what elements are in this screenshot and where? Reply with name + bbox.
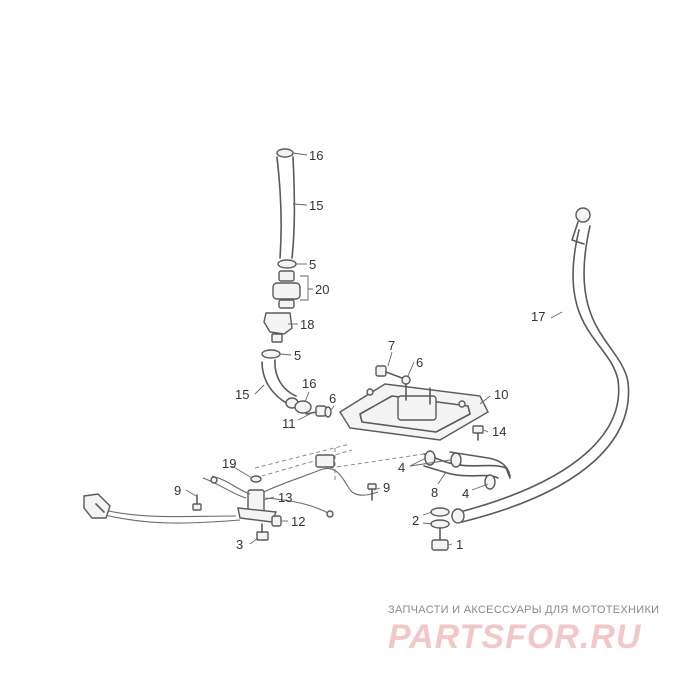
washers-2 bbox=[430, 507, 465, 529]
callout-20: 20 bbox=[315, 282, 329, 297]
washer-6-mid bbox=[324, 406, 332, 418]
hose-fitting bbox=[263, 312, 293, 343]
callout-5-mid: 5 bbox=[294, 348, 301, 363]
connector-plug bbox=[83, 493, 111, 519]
projection-lines bbox=[254, 443, 425, 480]
callout-7: 7 bbox=[388, 338, 395, 353]
callout-18: 18 bbox=[300, 317, 314, 332]
screw-14 bbox=[472, 425, 484, 441]
callout-9-right: 9 bbox=[383, 480, 390, 495]
washer-19 bbox=[250, 475, 262, 483]
watermark-tagline: ЗАПЧАСТИ И АКСЕССУАРЫ ДЛЯ МОТОТЕХНИКИ bbox=[388, 604, 660, 616]
hose-clamp-5-mid bbox=[261, 349, 281, 359]
vent-hose-upper bbox=[276, 156, 296, 259]
callout-17: 17 bbox=[531, 309, 545, 324]
callout-4-left: 4 bbox=[398, 460, 405, 475]
callout-19: 19 bbox=[222, 456, 236, 471]
vent-hose-lower bbox=[261, 359, 299, 409]
bolt-3 bbox=[256, 523, 269, 541]
callout-5-top: 5 bbox=[309, 257, 316, 272]
screw-9-left bbox=[192, 494, 202, 511]
callout-16-top: 16 bbox=[309, 148, 323, 163]
hose-clamp-mid bbox=[294, 400, 312, 414]
leader-lines bbox=[185, 152, 563, 546]
fuel-hose-17 bbox=[459, 207, 630, 523]
nut-12 bbox=[271, 515, 282, 527]
screw-9-right bbox=[367, 483, 377, 501]
callout-15-bottom: 15 bbox=[235, 387, 249, 402]
callouts: 16 15 5 20 18 5 15 7 6 16 6 11 10 14 17 … bbox=[174, 148, 545, 552]
callout-6-top: 6 bbox=[416, 355, 423, 370]
hose-clamp-5-top bbox=[277, 259, 297, 269]
callout-14: 14 bbox=[492, 424, 506, 439]
fuel-sensor-13 bbox=[237, 489, 277, 523]
hose-clamp-4-right bbox=[450, 452, 462, 468]
hose-clamp-top bbox=[276, 148, 294, 158]
watermark-logo: PARTSFOR.RU bbox=[388, 618, 642, 656]
tank-plate bbox=[339, 383, 489, 441]
callout-6-mid: 6 bbox=[329, 391, 336, 406]
washer-6-top bbox=[401, 375, 411, 385]
sensor-wiring bbox=[95, 454, 379, 524]
callout-13: 13 bbox=[278, 490, 292, 505]
callout-1: 1 bbox=[456, 537, 463, 552]
callout-11: 11 bbox=[282, 416, 296, 431]
callout-8: 8 bbox=[431, 485, 438, 500]
callout-15-top: 15 bbox=[309, 198, 323, 213]
hose-clamp-4-bottom bbox=[484, 474, 496, 490]
callout-12: 12 bbox=[291, 514, 305, 529]
callout-4-right: 4 bbox=[462, 486, 469, 501]
callout-16-mid: 16 bbox=[302, 376, 316, 391]
bolt-7 bbox=[375, 365, 403, 379]
callout-3: 3 bbox=[236, 537, 243, 552]
pipe-8 bbox=[423, 451, 511, 479]
callout-10: 10 bbox=[494, 387, 508, 402]
bolt-1 bbox=[431, 527, 449, 551]
callout-9-left: 9 bbox=[174, 483, 181, 498]
check-valve bbox=[272, 270, 301, 309]
callout-2: 2 bbox=[412, 513, 419, 528]
